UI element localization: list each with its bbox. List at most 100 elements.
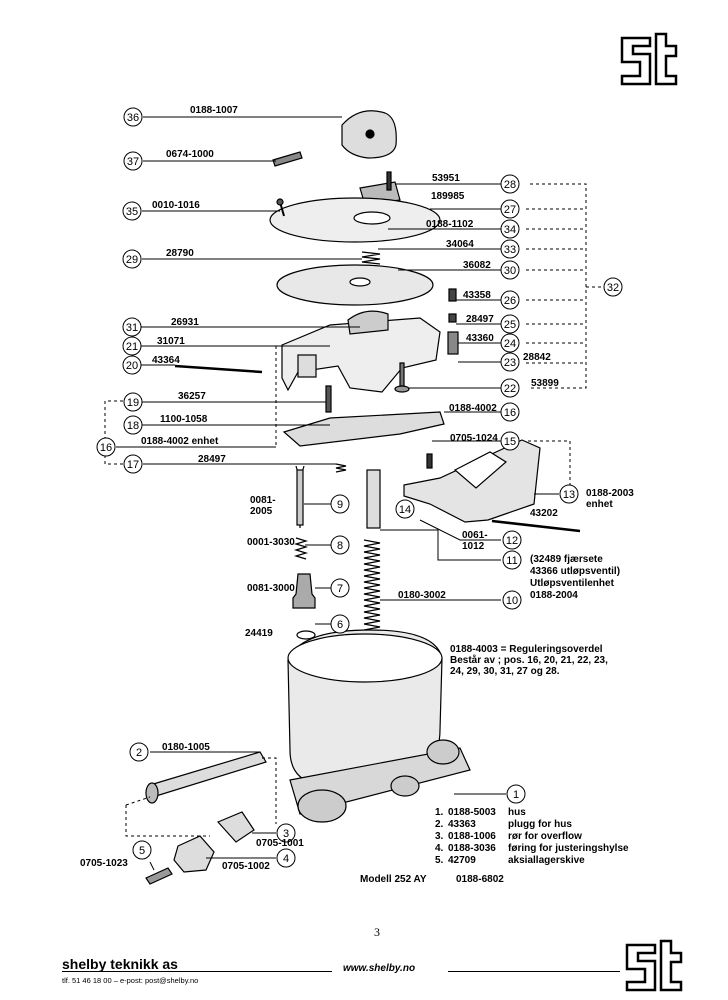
svg-text:36: 36 — [127, 112, 139, 124]
svg-text:37: 37 — [127, 156, 139, 168]
callout-3: 3 — [276, 823, 296, 843]
label-16-left: 0188-4002 enhet — [141, 436, 219, 447]
svg-text:8: 8 — [337, 540, 343, 552]
label-15: 0705-1024 — [450, 433, 498, 444]
leader-lines — [116, 116, 559, 871]
svg-text:0188-1006: 0188-1006 — [448, 831, 496, 842]
callout-14: 14 — [395, 499, 415, 519]
callout-18: 18 — [123, 415, 143, 435]
callout-15: 15 — [500, 431, 520, 451]
svg-text:19: 19 — [127, 397, 139, 409]
label-28: 53951 — [432, 173, 460, 184]
part-labels: 0188-1007 0674-1000 53951 189985 0188-11… — [80, 105, 559, 872]
svg-text:21: 21 — [126, 341, 138, 353]
label-25: 28497 — [466, 314, 494, 325]
label-11-line3: Utløpsventilenhet — [530, 578, 615, 589]
label-36: 0188-1007 — [190, 105, 238, 116]
label-8: 0001-3030 — [247, 537, 295, 548]
callout-6: 6 — [330, 614, 350, 634]
callout-17: 17 — [123, 454, 143, 474]
callout-29: 29 — [122, 249, 142, 269]
callout-1: 1 — [506, 784, 526, 804]
callout-13: 13 — [559, 484, 579, 504]
label-7: 0081-3000 — [247, 583, 295, 594]
svg-text:30: 30 — [504, 265, 516, 277]
svg-text:13: 13 — [563, 489, 575, 501]
contact-info: tlf. 51 46 18 00 – e-post: post@shelby.n… — [62, 976, 199, 985]
svg-text:6: 6 — [337, 619, 343, 631]
label-12: 0061-1012 — [462, 530, 488, 552]
callout-7: 7 — [330, 578, 350, 598]
svg-text:42709: 42709 — [448, 855, 476, 866]
svg-text:16: 16 — [504, 407, 516, 419]
label-34: 0188-1102 — [426, 219, 474, 230]
label-4: 0705-1002 — [222, 861, 270, 872]
svg-text:25: 25 — [504, 319, 516, 331]
callout-19: 19 — [123, 392, 143, 412]
svg-text:føring for justeringshylse: føring for justeringshylse — [508, 843, 629, 854]
svg-text:34: 34 — [504, 224, 516, 236]
label-17: 28497 — [198, 454, 226, 465]
label-24: 43360 — [466, 333, 494, 344]
svg-text:10: 10 — [506, 595, 518, 607]
st-logo-bottom — [625, 939, 683, 992]
svg-text:aksiallagerskive: aksiallagerskive — [508, 855, 585, 866]
svg-text:35: 35 — [126, 206, 138, 218]
svg-text:24, 29, 30, 31, 27 og 28.: 24, 29, 30, 31, 27 og 28. — [450, 666, 560, 677]
page-number: 3 — [374, 925, 380, 939]
svg-text:0188-5003: 0188-5003 — [448, 807, 496, 818]
svg-text:5: 5 — [139, 845, 145, 857]
label-10: 0180-3002 — [398, 590, 446, 601]
callout-35: 35 — [122, 201, 142, 221]
svg-text:22: 22 — [504, 383, 516, 395]
svg-text:4: 4 — [283, 853, 289, 865]
callout-9: 9 — [330, 494, 350, 514]
callout-16-right: 16 — [500, 402, 520, 422]
svg-text:18: 18 — [127, 420, 139, 432]
svg-text:3.: 3. — [435, 831, 444, 842]
callout-25: 25 — [500, 314, 520, 334]
svg-text:17: 17 — [127, 459, 139, 471]
svg-text:1.: 1. — [435, 807, 444, 818]
svg-text:16: 16 — [100, 442, 112, 454]
callout-10: 10 — [502, 590, 522, 610]
label-22: 53899 — [531, 378, 559, 389]
callout-31: 31 — [122, 317, 142, 337]
label-16-right: 0188-4002 — [449, 403, 497, 414]
st-logo-top — [620, 32, 678, 86]
svg-text:1: 1 — [513, 789, 519, 801]
svg-text:3: 3 — [283, 828, 289, 840]
svg-text:23: 23 — [504, 357, 516, 369]
callout-28: 28 — [500, 174, 520, 194]
label-35: 0010-1016 — [152, 200, 200, 211]
callout-21: 21 — [122, 336, 142, 356]
company-name: shelby teknikk as — [62, 956, 178, 972]
part-drawings — [145, 110, 581, 885]
svg-text:27: 27 — [504, 204, 516, 216]
label-33: 34064 — [446, 239, 474, 250]
label-21: 31071 — [157, 336, 185, 347]
website-link[interactable]: www.shelby.no — [343, 963, 416, 974]
label-27: 189985 — [431, 191, 465, 202]
label-23: 28842 — [523, 352, 551, 363]
callout-23: 23 — [500, 352, 520, 372]
model-name: Modell 252 AY — [360, 874, 427, 885]
label-24419: 24419 — [245, 628, 273, 639]
label-5: 0705-1023 — [80, 858, 128, 869]
callout-8: 8 — [330, 535, 350, 555]
svg-text:26: 26 — [504, 295, 516, 307]
svg-text:15: 15 — [504, 436, 516, 448]
svg-text:12: 12 — [506, 535, 518, 547]
callout-2: 2 — [129, 742, 149, 762]
model-code: 0188-6802 — [456, 874, 504, 885]
label-30: 36082 — [463, 260, 491, 271]
footer-rule-right — [448, 971, 620, 972]
callout-11: 11 — [502, 550, 522, 570]
svg-text:20: 20 — [126, 360, 138, 372]
svg-text:32: 32 — [607, 282, 619, 294]
svg-text:2.: 2. — [435, 819, 444, 830]
svg-text:14: 14 — [399, 504, 411, 516]
